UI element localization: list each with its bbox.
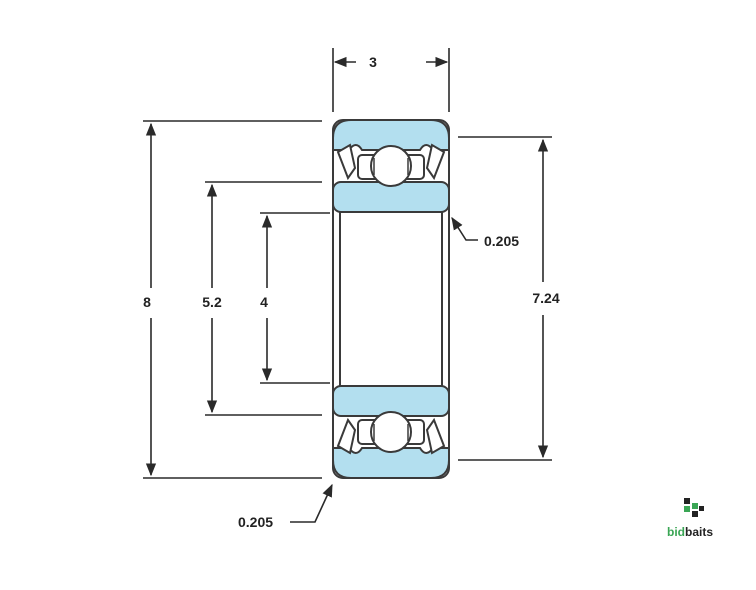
seal-bottom-right (425, 417, 446, 455)
brand-part1: bid (667, 525, 685, 539)
bidbaits-logo: bidbaits (667, 498, 713, 539)
seal-bottom-left (336, 417, 357, 455)
ball-top (370, 145, 412, 187)
bidbaits-logo-text: bidbaits (667, 525, 713, 539)
chamfer-outer-leader (290, 483, 333, 523)
ball-bottom (370, 411, 412, 453)
bore-label: 4 (260, 294, 268, 310)
shoulder-outer-label: 7.24 (532, 290, 559, 306)
seal-top-right (425, 143, 446, 181)
bearing-section (332, 119, 450, 479)
chamfer-inner-leader (451, 216, 478, 241)
outer-diameter-label: 8 (143, 294, 151, 310)
shoulder-inner-label: 5.2 (202, 294, 222, 310)
width-label: 3 (369, 54, 377, 70)
chamfer-inner-label: 0.205 (484, 233, 519, 249)
chamfer-outer-label: 0.205 (238, 514, 273, 530)
brand-part2: baits (685, 525, 713, 539)
bidbaits-logo-mark (684, 498, 704, 517)
dimension-lines (143, 48, 552, 523)
seal-top-left (336, 143, 357, 181)
